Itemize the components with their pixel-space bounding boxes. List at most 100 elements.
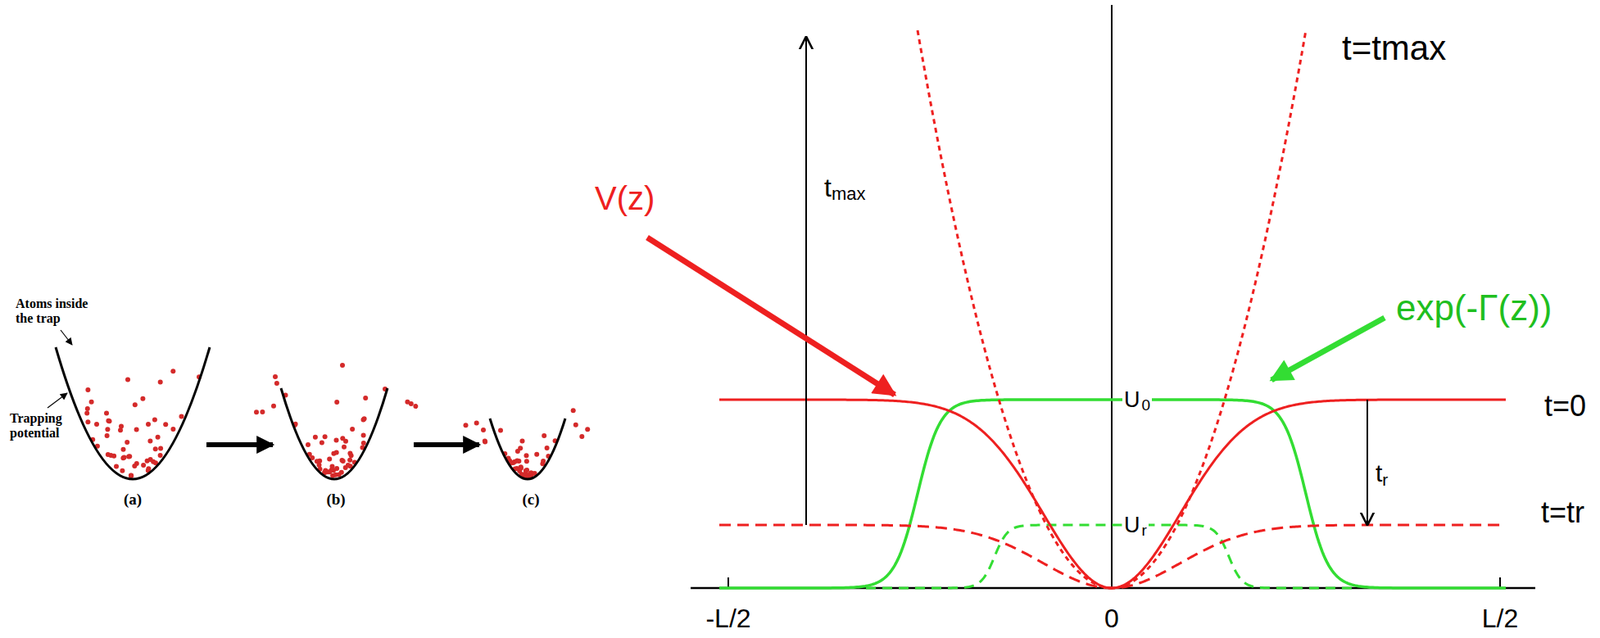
atom-dot <box>147 438 153 444</box>
atom-dot <box>124 439 130 445</box>
callout-arrow <box>1271 317 1385 381</box>
atom-dot <box>573 422 579 428</box>
step-arrow <box>413 442 480 448</box>
time-label: t=tr <box>1541 496 1585 530</box>
subscript: r <box>1140 522 1149 540</box>
atom-dot <box>126 453 132 459</box>
atom-dot <box>170 426 176 432</box>
subscript: 0 <box>1140 397 1153 415</box>
time-arrow <box>1366 399 1369 525</box>
level-label: U <box>1122 388 1143 413</box>
atom-dot <box>523 468 529 474</box>
atom-dot <box>515 448 521 454</box>
atom-dot <box>104 426 110 432</box>
atom-dot <box>319 440 325 446</box>
atom-dot <box>158 379 164 385</box>
atom-dot <box>113 463 119 469</box>
atom-dot <box>253 409 259 415</box>
time-label: t=tmax <box>1341 29 1446 68</box>
annotation: Trapping potential <box>9 411 73 440</box>
atom-dot <box>152 417 158 423</box>
atom-dot <box>105 418 111 424</box>
leader-line <box>47 393 68 408</box>
atom-dot <box>482 439 488 445</box>
tick <box>727 577 730 589</box>
atom-dot <box>85 387 91 393</box>
curve-label: V(z) <box>594 180 655 217</box>
atom-dot <box>274 380 280 386</box>
step-arrow <box>206 442 273 448</box>
atom-dot <box>322 434 328 440</box>
atom-dot <box>482 439 488 445</box>
atom-dot <box>412 403 418 409</box>
atom-dot <box>498 427 504 433</box>
trap-potential <box>489 418 566 480</box>
panel-label: (b) <box>326 491 345 509</box>
axis-label: 0 <box>1104 604 1120 634</box>
atom-dot <box>128 473 134 479</box>
atom-dot <box>85 419 91 425</box>
atom-dot <box>326 457 332 463</box>
atom-dot <box>128 473 134 479</box>
atom-dot <box>339 435 345 441</box>
atom-dot <box>347 457 353 463</box>
atom-dot <box>334 437 340 443</box>
atom-dot <box>361 417 367 423</box>
subscript: max <box>831 184 866 204</box>
atom-dot <box>341 444 347 450</box>
atom-dot <box>584 426 590 432</box>
annotation: Atoms inside the trap <box>15 296 98 326</box>
vertical-axis <box>1110 4 1113 589</box>
trap-potential <box>55 347 210 480</box>
time-label: t <box>824 173 832 203</box>
atom-dot <box>163 421 168 427</box>
atom-dot <box>571 407 576 413</box>
panel-label: (c) <box>521 491 540 509</box>
atom-dot <box>104 410 109 416</box>
atom-dot <box>361 440 367 446</box>
atom-dot <box>131 463 137 469</box>
atom-dot <box>121 447 127 453</box>
atom-dot <box>140 396 146 402</box>
axis-label: L/2 <box>1482 604 1519 634</box>
atom-dot <box>544 445 550 451</box>
atom-dot <box>524 453 530 458</box>
atom-dot <box>271 403 277 409</box>
time-label: t=0 <box>1544 389 1587 423</box>
atom-dot <box>134 426 140 432</box>
atom-dot <box>132 402 138 408</box>
atom-dot <box>334 466 340 472</box>
atom-dot <box>117 427 123 433</box>
atom-dot <box>170 368 176 374</box>
potential-curve <box>917 30 1306 589</box>
atom-dot <box>272 374 278 380</box>
atom-dot <box>145 421 151 427</box>
atom-dot <box>579 434 585 440</box>
absorption-curve <box>719 399 1506 589</box>
atom-dot <box>140 462 146 468</box>
atom-dot <box>516 458 522 464</box>
atom-dot <box>317 458 322 464</box>
atom-dot <box>104 433 110 439</box>
atom-dot <box>128 473 134 479</box>
atom-dot <box>333 472 339 478</box>
absorption-curve <box>865 525 1358 589</box>
level-label: U <box>1122 513 1143 539</box>
atom-dot <box>108 453 114 458</box>
atom-dot <box>89 399 95 405</box>
panel-label: (a) <box>123 491 142 509</box>
curve-label: exp(-Γ(z)) <box>1396 288 1552 328</box>
atom-dot <box>85 406 91 412</box>
atom-dot <box>345 462 351 468</box>
atom-dot <box>125 376 131 382</box>
atom-dot <box>119 468 125 474</box>
atom-dot <box>305 442 311 448</box>
atom-dot <box>259 409 265 415</box>
atom-dot <box>322 468 328 474</box>
atom-dot <box>463 422 469 428</box>
atom-dot <box>122 455 127 461</box>
time-arrow <box>805 37 807 526</box>
atom-dot <box>541 433 547 439</box>
atom-dot <box>534 452 540 458</box>
atom-dot <box>349 426 355 432</box>
